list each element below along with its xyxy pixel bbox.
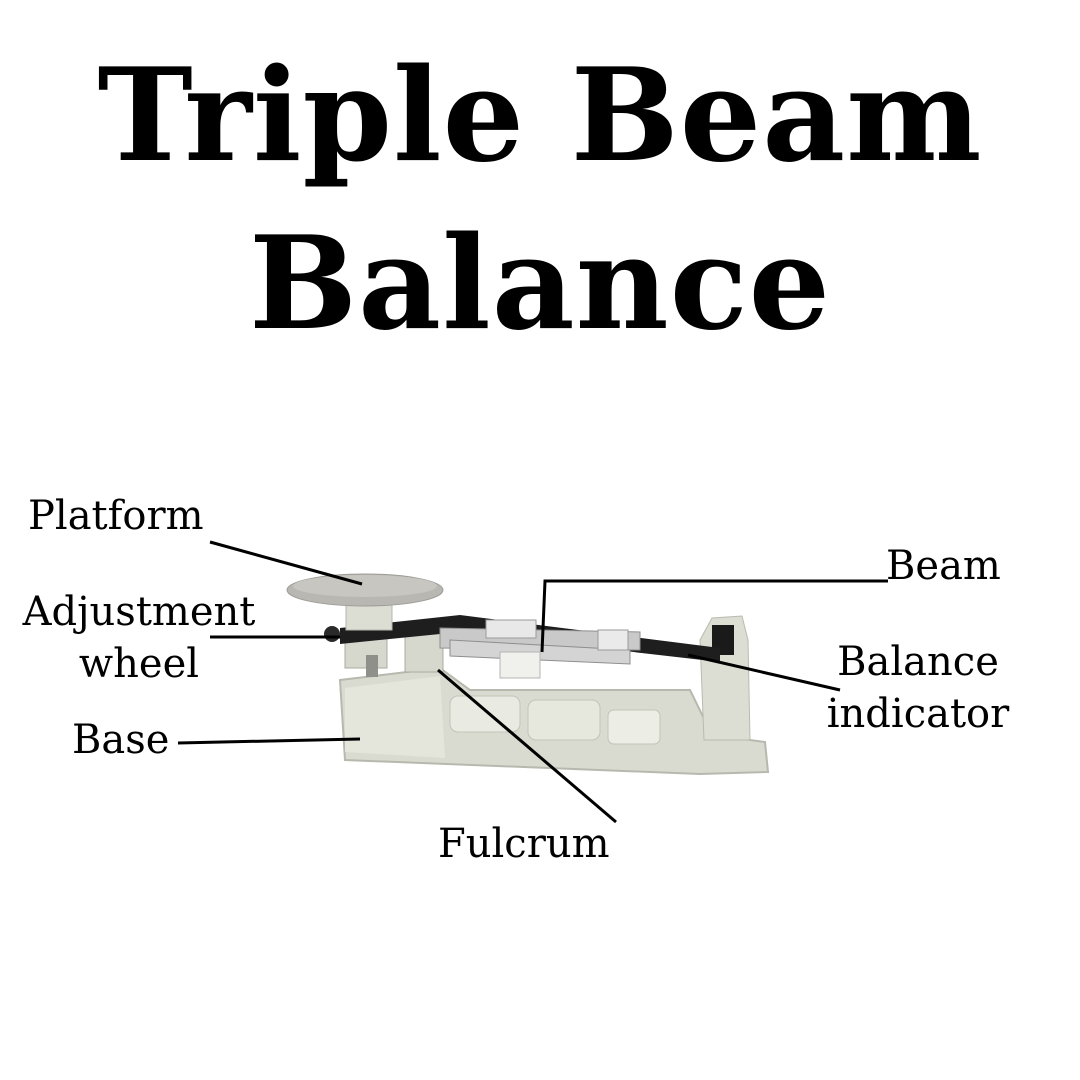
fulcrum-label: Fulcrum [438,821,610,867]
balance-base [338,666,770,776]
platform-label: Platform [28,493,204,539]
beam-label: Beam [886,543,1001,589]
base-label: Base [72,717,170,763]
balance-indicator-leader [687,653,841,692]
title-line-2: Balance [248,209,832,359]
base-leader [177,737,361,745]
platform-leader [209,540,363,586]
right-post [699,615,751,741]
adjustment-wheel-label-line-2: wheel [78,641,200,687]
beams [324,615,720,679]
adjustment-wheel-label: Adjustment wheel [14,586,264,690]
diagram-title: Triple Beam Balance [0,32,1080,368]
platform-pan [286,573,444,631]
balance-indicator-label: Balance indicator [820,636,1016,740]
title-line-1: Triple Beam [97,41,983,191]
leader-lines [177,540,888,824]
balance-indicator-label-line-2: indicator [826,691,1010,737]
beam-leader [540,579,888,653]
balance-indicator-label-line-1: Balance [837,639,999,685]
fulcrum-leader [437,668,617,824]
adjustment-wheel-label-line-1: Adjustment [22,589,256,635]
